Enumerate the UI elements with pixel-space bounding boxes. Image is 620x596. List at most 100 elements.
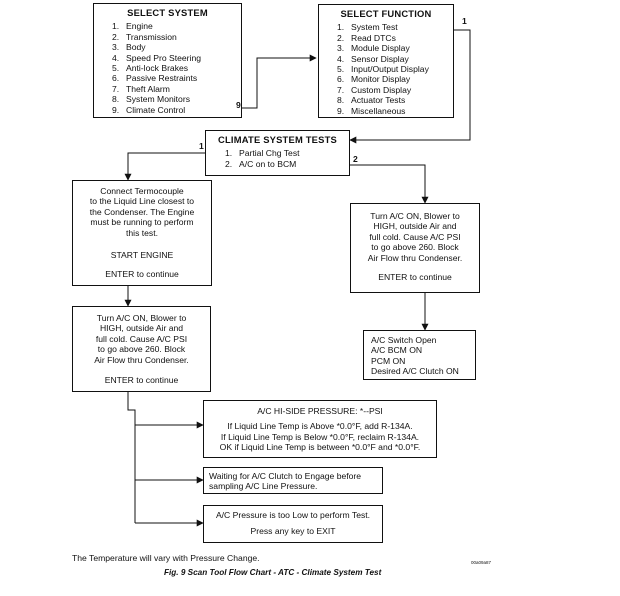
function-option: 5. Input/Output Display bbox=[337, 64, 453, 74]
function-option-label: Actuator Tests bbox=[351, 95, 406, 106]
function-option-number: 6. bbox=[337, 74, 345, 85]
function-option-number: 2. bbox=[337, 32, 345, 43]
hi-side-line: If Liquid Line Temp is Above *0.0°F, add… bbox=[227, 421, 413, 432]
turn-right-line: to go above 260. Block bbox=[371, 242, 459, 253]
climate-test-option-label: Partial Chg Test bbox=[239, 148, 300, 159]
function-option-label: Miscellaneous bbox=[351, 105, 406, 116]
system-option: 1. Engine bbox=[112, 21, 241, 31]
system-option-number: 4. bbox=[112, 52, 120, 63]
connect-line: must be running to perform bbox=[90, 217, 194, 228]
function-option-label: Input/Output Display bbox=[351, 64, 429, 75]
function-option-label: Monitor Display bbox=[351, 74, 411, 85]
turn-left-line: Turn A/C ON, Blower to bbox=[96, 313, 187, 323]
function-option: 9. Miscellaneous bbox=[337, 106, 453, 116]
waiting-line: sampling A/C Line Pressure. bbox=[209, 481, 318, 492]
turn-left-enter-prompt: ENTER to continue bbox=[104, 375, 179, 386]
function-option: 4.Sensor Display bbox=[337, 54, 453, 64]
select-system-path-tag: 9 bbox=[236, 100, 241, 110]
pressure-too-low-text: A/C Pressure is too Low to perform Test. bbox=[215, 510, 371, 520]
turn-right-line: Turn A/C ON, Blower to bbox=[370, 211, 460, 221]
system-option-label: Speed Pro Steering bbox=[126, 52, 202, 63]
climate-test-option: 2.A/C on to BCM bbox=[225, 159, 349, 169]
turn-right-line: HIGH, outside Air and bbox=[373, 221, 457, 232]
function-option-label: Sensor Display bbox=[351, 53, 409, 64]
connect-line: this test. bbox=[126, 227, 158, 238]
system-option: 7.Theft Alarm bbox=[112, 84, 241, 94]
climate-test-2-tag: 2 bbox=[353, 154, 358, 164]
function-option-label: System Test bbox=[351, 22, 398, 33]
system-option-label: Engine bbox=[126, 21, 153, 32]
hi-side-line: OK if Liquid Line Temp is between *0.0°F… bbox=[219, 442, 421, 453]
select-system-box: SELECT SYSTEM 1. Engine 2. Transmission 3. Bo… bbox=[93, 3, 242, 118]
select-system-title: SELECT SYSTEM bbox=[127, 7, 208, 18]
status-line: Desired A/C Clutch ON bbox=[371, 366, 459, 377]
function-option-number: 5. bbox=[337, 64, 345, 75]
function-option-number: 8. bbox=[337, 95, 345, 106]
system-option-label: Anti-lock Brakes bbox=[126, 63, 189, 74]
system-option-label: Body bbox=[126, 42, 146, 53]
system-option-number: 2. bbox=[112, 31, 120, 42]
function-option: 8. Actuator Tests bbox=[337, 95, 453, 105]
connector-trunk bbox=[127, 392, 136, 523]
waiting-line: Waiting for A/C Clutch to Engage before bbox=[209, 471, 362, 481]
climate-test-option-number: 2. bbox=[225, 158, 233, 169]
turn-left-line: Air Flow thru Condenser. bbox=[94, 354, 189, 365]
select-function-path-tag: 1 bbox=[462, 16, 467, 26]
system-option: 4. Speed Pro Steering bbox=[112, 53, 241, 63]
function-option-number: 3. bbox=[337, 43, 345, 54]
function-option-label: Read DTCs bbox=[351, 32, 396, 43]
press-any-key-text: Press any key to EXIT bbox=[250, 526, 336, 537]
connect-line: the Condenser. The Engine bbox=[89, 206, 195, 217]
hi-side-line: If Liquid Line Temp is Below *0.0°F, rec… bbox=[220, 431, 420, 442]
system-option: 2. Transmission bbox=[112, 32, 241, 42]
system-option: 5. Anti-lock Brakes bbox=[112, 63, 241, 73]
system-option-number: 3. bbox=[112, 42, 120, 53]
hi-side-pressure-title: A/C HI-SIDE PRESSURE: *--PSI bbox=[257, 406, 383, 416]
turn-right-enter-prompt: ENTER to continue bbox=[378, 272, 452, 283]
hi-side-pressure-box: A/C HI-SIDE PRESSURE: *--PSI If Liquid L… bbox=[203, 400, 437, 458]
figure-caption: Fig. 9 Scan Tool Flow Chart - ATC - Clim… bbox=[164, 568, 382, 577]
climate-test-1-tag: 1 bbox=[199, 141, 204, 151]
system-option-label: Transmission bbox=[126, 31, 177, 42]
connect-enter-prompt: ENTER to continue bbox=[105, 269, 179, 280]
pressure-too-low-box: A/C Pressure is too Low to perform Test.… bbox=[203, 505, 383, 543]
system-option-number: 7. bbox=[112, 83, 120, 94]
select-system-list: 1. Engine 2. Transmission 3. Body 4. Speed Pro … bbox=[112, 21, 241, 115]
function-option-number: 9. bbox=[337, 105, 345, 116]
function-option: 7.Custom Display bbox=[337, 85, 453, 95]
function-option: 3.Module Display bbox=[337, 43, 453, 53]
system-option-label: System Monitors bbox=[126, 94, 190, 105]
system-option-number: 5. bbox=[112, 63, 120, 74]
system-option: 8. System Monitors bbox=[112, 94, 241, 104]
system-option-number: 1. bbox=[112, 21, 120, 32]
function-option-number: 7. bbox=[337, 84, 345, 95]
connect-line: to the Liquid Line closest to bbox=[89, 196, 195, 207]
status-line: A/C BCM ON bbox=[371, 345, 423, 356]
system-option: 3. Body bbox=[112, 42, 241, 52]
system-option-number: 9. bbox=[112, 104, 120, 115]
system-option-label: Climate Control bbox=[126, 104, 186, 115]
function-option: 1.System Test bbox=[337, 22, 453, 32]
system-option: 6. Passive Restraints bbox=[112, 73, 241, 83]
turn-left-line: to go above 260. Block bbox=[97, 344, 186, 355]
system-option: 9. Climate Control bbox=[112, 105, 241, 115]
system-option-number: 6. bbox=[112, 73, 120, 84]
status-line: A/C Switch Open bbox=[371, 335, 437, 345]
system-option-number: 8. bbox=[112, 94, 120, 105]
system-option-label: Passive Restraints bbox=[126, 73, 198, 84]
connect-line: Connect Termocouple bbox=[100, 186, 184, 196]
